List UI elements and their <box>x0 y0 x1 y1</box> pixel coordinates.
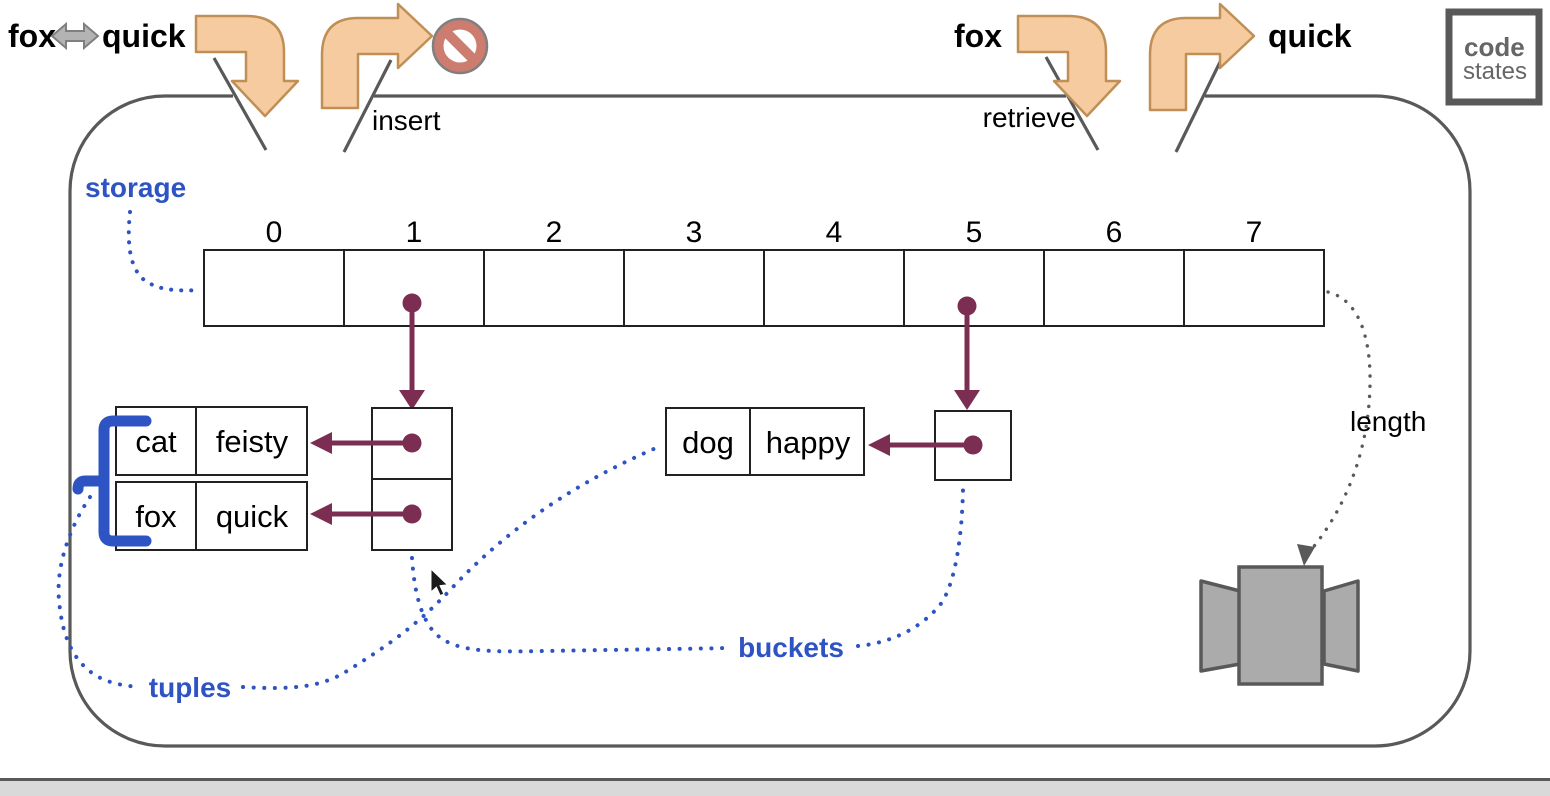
insert-out-arrow-icon <box>320 2 434 110</box>
insert-key-label: fox <box>8 18 56 54</box>
index-label-5: 5 <box>966 216 983 249</box>
insert-value-label: quick <box>102 18 186 54</box>
length-arrowhead <box>1297 544 1315 566</box>
array-cell-5 <box>903 249 1045 327</box>
insert-gap <box>233 91 374 101</box>
index-label-3: 3 <box>686 216 703 249</box>
bucket-node-5 <box>868 410 1012 481</box>
logo-line1: code <box>1464 32 1525 62</box>
footer-strip <box>0 781 1550 796</box>
buckets-label: buckets <box>738 632 844 663</box>
array-cell-6 <box>1043 249 1185 327</box>
prohibition-icon <box>431 17 489 75</box>
retrieve-out-arrow-icon <box>1148 2 1256 112</box>
insert-label: insert <box>372 105 441 136</box>
retrieve-gap <box>1066 91 1205 101</box>
mouse-cursor <box>430 567 449 597</box>
box-icon <box>1199 565 1360 686</box>
tuples-dotted-left <box>56 495 142 689</box>
index-label-7: 7 <box>1246 216 1263 249</box>
retrieve-label: retrieve <box>983 102 1076 133</box>
bucket-node-1 <box>310 407 453 551</box>
array-cell-2 <box>483 249 625 327</box>
array-cell-4 <box>763 249 905 327</box>
insert-in-arrow-icon <box>194 14 300 118</box>
index-label-0: 0 <box>266 216 283 249</box>
retrieve-key-label: fox <box>954 18 1002 54</box>
funnel-slashes <box>212 56 1224 153</box>
cell5-pointer <box>954 296 980 410</box>
buckets-dotted-right <box>856 487 965 648</box>
retrieve-result-label: quick <box>1268 18 1352 54</box>
storage-dotted-line <box>126 210 202 293</box>
index-label-2: 2 <box>546 216 563 249</box>
tuple-value: quick <box>216 499 289 534</box>
tuples-dotted-right <box>241 446 658 690</box>
index-label-1: 1 <box>406 216 423 249</box>
tuple-key: dog <box>682 425 734 460</box>
tuple-box-dog-happy: dog happy <box>665 407 865 476</box>
tuples-brace <box>72 415 152 547</box>
hash-container <box>68 94 1472 748</box>
index-label-4: 4 <box>826 216 843 249</box>
array-cell-3 <box>623 249 765 327</box>
index-label-6: 6 <box>1106 216 1123 249</box>
footer-divider <box>0 778 1550 781</box>
cell1-pointer <box>399 293 425 410</box>
storage-array: 0 1 2 3 4 5 6 7 <box>203 216 1325 327</box>
storage-label: storage <box>85 172 186 203</box>
tuples-label: tuples <box>149 672 231 703</box>
retrieve-in-arrow-icon <box>1016 14 1122 118</box>
double-arrow-icon <box>50 21 100 51</box>
tuple-value: feisty <box>216 424 289 459</box>
tuple-key: cat <box>135 424 177 459</box>
array-cell-7 <box>1183 249 1325 327</box>
length-label: length <box>1350 406 1426 437</box>
codestates-logo: code states <box>1445 8 1543 106</box>
tuple-key: fox <box>135 499 177 534</box>
buckets-dotted-left <box>410 556 729 654</box>
array-cell-0 <box>203 249 345 327</box>
tuple-value: happy <box>766 425 851 460</box>
logo-line2: states <box>1463 58 1527 85</box>
